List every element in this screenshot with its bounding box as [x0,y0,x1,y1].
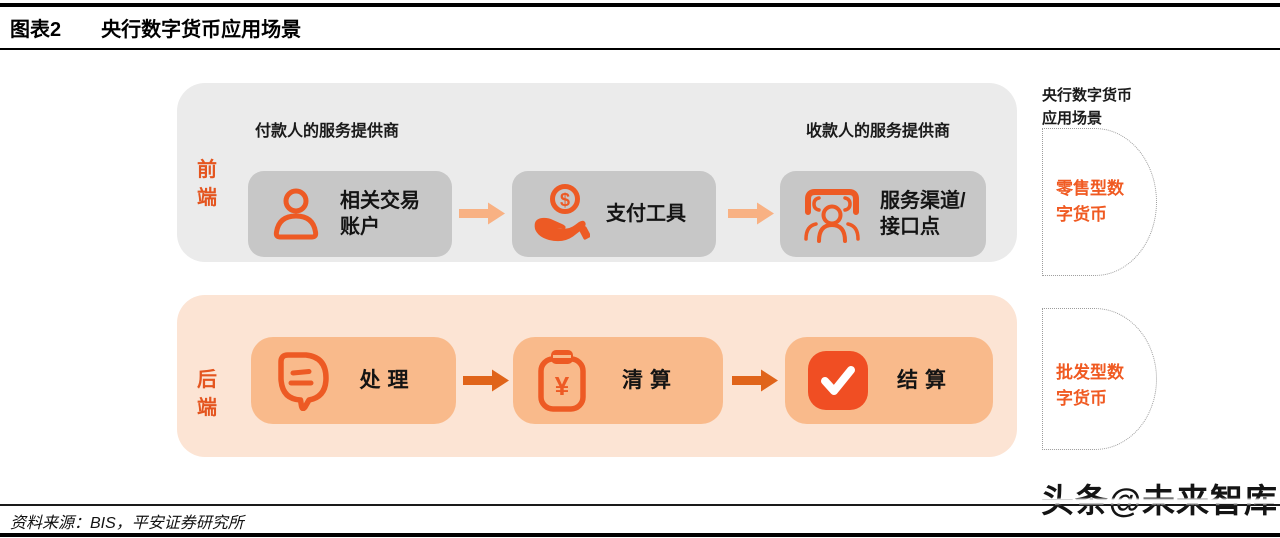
arrow-right-icon [459,201,505,226]
arrow-right-icon [732,368,778,393]
back-end-label: 后端 [197,369,217,419]
node-processing: 处理 [251,337,456,424]
bottom-thick-rule [0,533,1280,537]
footer-rule [0,504,1280,506]
user-icon [268,185,324,243]
node-payment-tool: $ 支付工具 [512,171,716,257]
figure-label: 图表2 [10,19,62,41]
title-divider-rule [0,48,1280,50]
node-label: 相关交易 账户 [340,190,420,238]
chat-bubble-icon [273,350,331,411]
figure-header: 图表2 央行数字货币应用场景 [10,13,301,42]
node-service-channel: 服务渠道/ 接口点 [780,171,986,257]
node-clearing: ¥ 清算 [513,337,723,424]
coin-hand-icon: $ [532,183,590,245]
node-label: 支付工具 [606,203,686,225]
watermark: 头条@未来智库 [1040,482,1278,519]
check-icon [807,350,869,411]
arrow-right-icon [463,368,509,393]
retail-cbdc-label: 零售型数 字货币 [1056,178,1124,224]
right-panel-header: 央行数字货币 应用场景 [1042,87,1133,127]
arrow-right-icon [728,201,774,226]
wholesale-cbdc-label: 批发型数 字货币 [1056,362,1124,408]
wholesale-cbdc-shape: 批发型数 字货币 [1042,308,1157,450]
node-label: 服务渠道/ 接口点 [880,190,966,238]
clipboard-yen-icon: ¥ [535,347,589,414]
node-settlement: 结算 [785,337,993,424]
people-frame-icon [800,184,864,244]
svg-text:$: $ [560,190,570,210]
payer-provider-header: 付款人的服务提供商 [255,123,400,140]
node-label: 处理 [359,368,416,392]
retail-cbdc-shape: 零售型数 字货币 [1042,128,1157,276]
node-transaction-account: 相关交易 账户 [248,171,452,257]
svg-text:¥: ¥ [555,371,570,401]
front-end-label: 前端 [197,159,217,209]
source-note: 资料来源：BIS，平安证券研究所 [10,515,244,532]
node-label: 清算 [622,368,678,392]
node-label: 结算 [897,368,953,392]
top-thick-rule [0,3,1280,7]
figure-title: 央行数字货币应用场景 [101,19,302,41]
payee-provider-header: 收款人的服务提供商 [806,123,951,140]
